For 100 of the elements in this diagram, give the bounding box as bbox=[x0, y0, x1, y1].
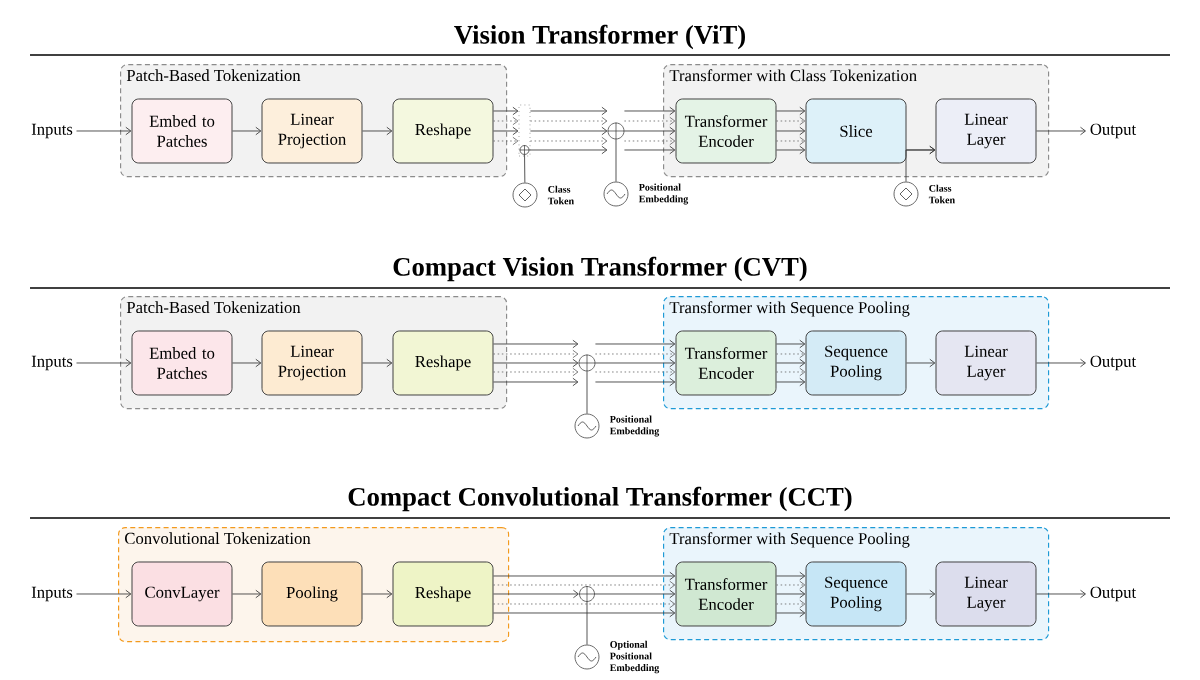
process-box: Transformer Encoder bbox=[675, 98, 777, 164]
connector-line bbox=[586, 371, 588, 414]
arrow bbox=[493, 339, 579, 349]
process-box: Linear Projection bbox=[261, 98, 363, 164]
arrow bbox=[493, 571, 676, 581]
arrow bbox=[493, 608, 676, 618]
section-heading: Compact Convolutional Transformer (CCT) bbox=[348, 486, 852, 512]
arrow bbox=[624, 136, 676, 146]
arrow bbox=[624, 126, 676, 136]
process-box: Linear Projection bbox=[261, 330, 363, 396]
arrow bbox=[232, 126, 262, 136]
arrow bbox=[530, 126, 608, 136]
arrow bbox=[493, 599, 676, 609]
arrow bbox=[595, 339, 676, 349]
symbol-caption: Positional Embedding bbox=[638, 183, 689, 205]
input-label: Inputs bbox=[31, 123, 73, 139]
arrow bbox=[624, 106, 676, 116]
arrow bbox=[493, 589, 579, 599]
arrow bbox=[493, 136, 519, 146]
process-box: Sequence Pooling bbox=[805, 330, 907, 396]
process-box: Sequence Pooling bbox=[805, 561, 907, 627]
arrow bbox=[595, 367, 676, 377]
process-box: Pooling bbox=[261, 561, 363, 627]
arrow bbox=[624, 145, 676, 155]
arrow bbox=[776, 580, 806, 590]
arrow bbox=[493, 580, 676, 590]
arrow bbox=[493, 377, 579, 387]
section-heading: Compact Vision Transformer (CVT) bbox=[393, 256, 807, 282]
arrow bbox=[776, 136, 806, 146]
arrow bbox=[595, 377, 676, 387]
arrow bbox=[595, 349, 676, 359]
arrow bbox=[776, 126, 806, 136]
arrow bbox=[529, 145, 608, 155]
plus-circle bbox=[519, 144, 530, 156]
arrow bbox=[776, 589, 806, 599]
arrow bbox=[776, 349, 806, 359]
arrow bbox=[776, 145, 806, 155]
arrow bbox=[906, 589, 936, 599]
process-box: Slice bbox=[805, 98, 907, 164]
arrow bbox=[493, 358, 579, 368]
arrow bbox=[776, 571, 806, 581]
plus-circle bbox=[578, 585, 596, 603]
process-box: Transformer Encoder bbox=[675, 330, 777, 396]
input-label: Inputs bbox=[31, 586, 73, 602]
plus-circle bbox=[607, 122, 625, 140]
symbol-caption: Class Token bbox=[547, 185, 574, 205]
symbol-caption: Positional Embedding bbox=[609, 415, 660, 437]
output-label: Output bbox=[1090, 586, 1137, 602]
process-box: Embed to Patches bbox=[131, 330, 233, 396]
arrow bbox=[1036, 589, 1086, 599]
process-box: Embed to Patches bbox=[131, 98, 233, 164]
arrow bbox=[493, 349, 579, 359]
process-box: Reshape bbox=[392, 330, 494, 396]
process-box: Reshape bbox=[392, 561, 494, 627]
arrow bbox=[76, 358, 132, 368]
plus-circle bbox=[578, 354, 596, 372]
arrow bbox=[906, 358, 936, 368]
arrow bbox=[1036, 358, 1086, 368]
connector-line bbox=[524, 154, 526, 183]
arrow bbox=[776, 358, 806, 368]
output-label: Output bbox=[1090, 123, 1137, 139]
output-label: Output bbox=[1090, 355, 1137, 371]
symbol-caption: Class Token bbox=[928, 184, 955, 204]
arrow bbox=[232, 358, 262, 368]
process-box: Linear Layer bbox=[935, 98, 1037, 164]
arrow bbox=[362, 126, 393, 136]
arrow bbox=[905, 145, 936, 182]
arrow bbox=[232, 589, 262, 599]
arrow bbox=[776, 106, 806, 116]
arrow bbox=[493, 116, 519, 126]
arrow bbox=[776, 339, 806, 349]
symbol-caption: Optional Positional Embedding bbox=[609, 640, 660, 674]
arrow bbox=[776, 608, 806, 618]
arrow bbox=[1036, 126, 1086, 136]
process-box: ConvLayer bbox=[131, 561, 233, 627]
arrow bbox=[595, 358, 676, 368]
arrow bbox=[776, 599, 806, 609]
arrow bbox=[76, 126, 132, 136]
arrow bbox=[493, 126, 519, 136]
process-box: Reshape bbox=[392, 98, 494, 164]
arrow bbox=[530, 106, 608, 116]
process-box: Linear Layer bbox=[935, 330, 1037, 396]
arrow bbox=[530, 136, 608, 146]
arrow bbox=[362, 358, 393, 368]
arrow bbox=[594, 589, 676, 599]
input-label: Inputs bbox=[31, 355, 73, 371]
arrow bbox=[76, 589, 132, 599]
concat-box bbox=[518, 104, 531, 157]
arrow bbox=[776, 377, 806, 387]
arrow bbox=[493, 106, 519, 116]
connector-line bbox=[615, 139, 617, 182]
arrow bbox=[362, 589, 393, 599]
arrow bbox=[624, 116, 676, 126]
section-heading: Vision Transformer (ViT) bbox=[454, 24, 745, 50]
arrow bbox=[493, 367, 579, 377]
process-box: Transformer Encoder bbox=[675, 561, 777, 627]
arrow bbox=[776, 367, 806, 377]
arrow bbox=[530, 116, 608, 126]
arrow bbox=[776, 116, 806, 126]
process-box: Linear Layer bbox=[935, 561, 1037, 627]
